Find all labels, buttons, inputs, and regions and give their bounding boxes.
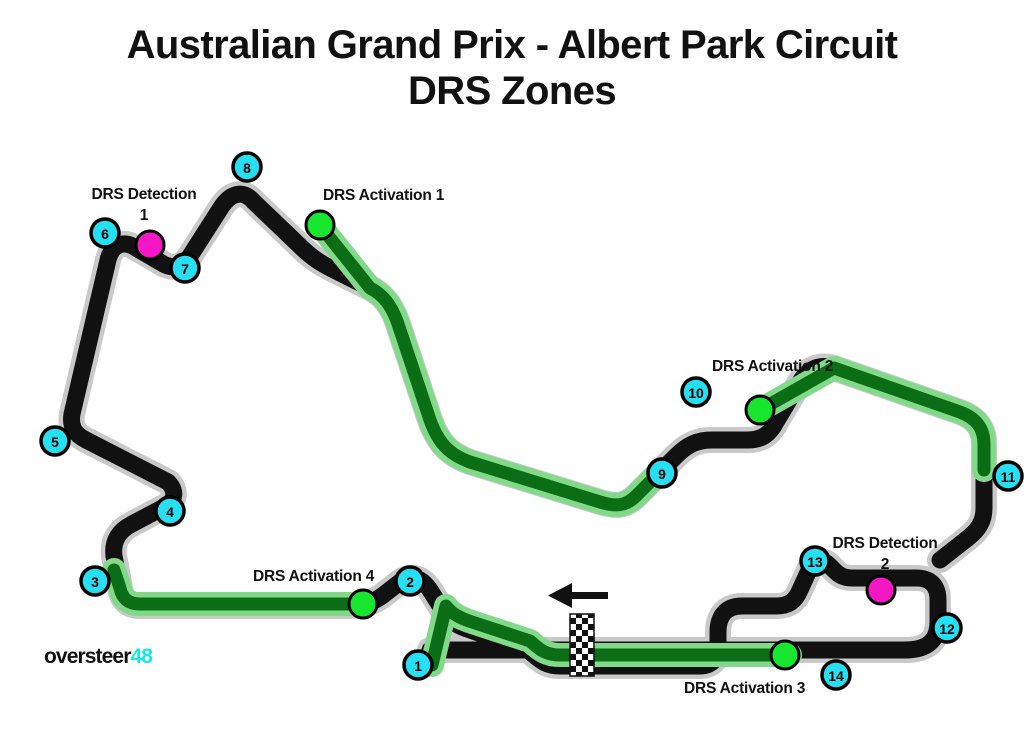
turn-marker-circle-icon <box>820 659 852 691</box>
oversteer48-logo: oversteer48 <box>44 645 153 669</box>
turn-marker-8[interactable]: 8 <box>231 151 263 183</box>
turn-marker-13[interactable]: 13 <box>799 545 831 577</box>
logo-word: oversteer <box>44 645 131 668</box>
drs-activation-marker[interactable]: DRS Activation 2 <box>712 358 833 426</box>
turn-number-label: 13 <box>807 554 823 570</box>
drs-zone-1 <box>310 216 674 517</box>
turn-marker-7[interactable]: 7 <box>169 252 201 284</box>
turn-marker-circle-icon <box>169 252 201 284</box>
activation-dot-icon <box>347 588 379 620</box>
turn-marker-circle-icon <box>402 649 434 681</box>
activation-dot-icon <box>744 394 776 426</box>
turn-marker-5[interactable]: 5 <box>39 425 71 457</box>
activation-dot-icon <box>769 639 801 671</box>
turn-marker-circle-icon <box>79 565 111 597</box>
turn-number-label: 1 <box>414 658 422 674</box>
turn-number-label: 12 <box>939 621 955 637</box>
turn-marker-4[interactable]: 4 <box>154 495 186 527</box>
drs-zone-4-core <box>107 563 373 611</box>
turn-number-label: 3 <box>91 574 99 590</box>
turn-marker-10[interactable]: 10 <box>680 376 712 408</box>
drs-marker-label: DRS Detection <box>91 186 196 203</box>
turn-marker-circle-icon <box>39 425 71 457</box>
turn-marker-circle-icon <box>799 545 831 577</box>
drs-marker-label: DRS Activation 1 <box>323 187 445 204</box>
drs-detection-marker[interactable]: DRS Detection 2 <box>832 535 938 606</box>
drs-markers-layer: DRS Detection 1 DRS Activation 1 DRS Activa… <box>91 186 937 697</box>
turn-marker-6[interactable]: 6 <box>89 217 121 249</box>
detection-dot-icon <box>865 574 897 606</box>
logo-number: 48 <box>130 645 153 668</box>
turn-marker-9[interactable]: 9 <box>646 457 678 489</box>
drs-zone-4 <box>102 558 378 616</box>
drs-marker-label-line2: 1 <box>140 207 149 224</box>
start-finish-line <box>569 613 595 677</box>
drs-activation-marker[interactable]: DRS Activation 4 <box>253 568 379 620</box>
turn-number-label: 14 <box>828 668 844 684</box>
turn-number-label: 2 <box>406 574 414 590</box>
turn-marker-circle-icon <box>992 460 1024 492</box>
turn-marker-circle-icon <box>154 495 186 527</box>
turn-marker-12[interactable]: 12 <box>931 612 963 644</box>
drs-detection-marker[interactable]: DRS Detection 1 <box>91 186 197 261</box>
drs-marker-label-line2: 2 <box>881 556 889 573</box>
turn-number-label: 9 <box>658 466 666 482</box>
drs-zone-3-core <box>425 599 797 672</box>
turn-number-label: 7 <box>181 261 189 277</box>
turn-marker-circle-icon <box>394 565 426 597</box>
turn-number-label: 11 <box>1001 469 1016 485</box>
turn-marker-circle-icon <box>89 217 121 249</box>
race-direction-arrow <box>548 583 608 608</box>
drs-zone-2 <box>748 356 996 482</box>
drs-activation-marker[interactable]: DRS Activation 3 <box>684 639 806 697</box>
drs-marker-label: DRS Activation 3 <box>684 680 806 697</box>
turn-number-label: 4 <box>166 504 174 520</box>
turn-marker-circle-icon <box>931 612 963 644</box>
arrow-head <box>548 583 572 608</box>
detection-dot-icon <box>134 229 166 261</box>
start-finish-checkers <box>569 613 595 677</box>
turn-marker-circle-icon <box>646 457 678 489</box>
drs-marker-label: DRS Activation 4 <box>253 568 375 585</box>
turn-marker-3[interactable]: 3 <box>79 565 111 597</box>
turn-marker-1[interactable]: 1 <box>402 649 434 681</box>
drs-zone-2-core <box>753 361 991 477</box>
turn-number-label: 6 <box>101 226 109 242</box>
turn-number-label: 8 <box>243 160 251 176</box>
turn-marker-14[interactable]: 14 <box>820 659 852 691</box>
drs-marker-label: DRS Activation 2 <box>712 358 833 375</box>
turn-number-label: 5 <box>51 434 59 450</box>
turn-marker-circle-icon <box>680 376 712 408</box>
turn-marker-2[interactable]: 2 <box>394 565 426 597</box>
arrow-shaft <box>564 592 608 599</box>
drs-zone-3 <box>420 594 802 677</box>
turn-number-label: 10 <box>688 385 704 401</box>
activation-dot-icon <box>304 209 336 241</box>
drs-activation-marker[interactable]: DRS Activation 1 <box>304 187 445 241</box>
drs-marker-label: DRS Detection <box>832 535 937 552</box>
turn-marker-11[interactable]: 11 <box>992 460 1024 492</box>
turn-marker-circle-icon <box>231 151 263 183</box>
drs-zone-1-core <box>315 221 669 512</box>
